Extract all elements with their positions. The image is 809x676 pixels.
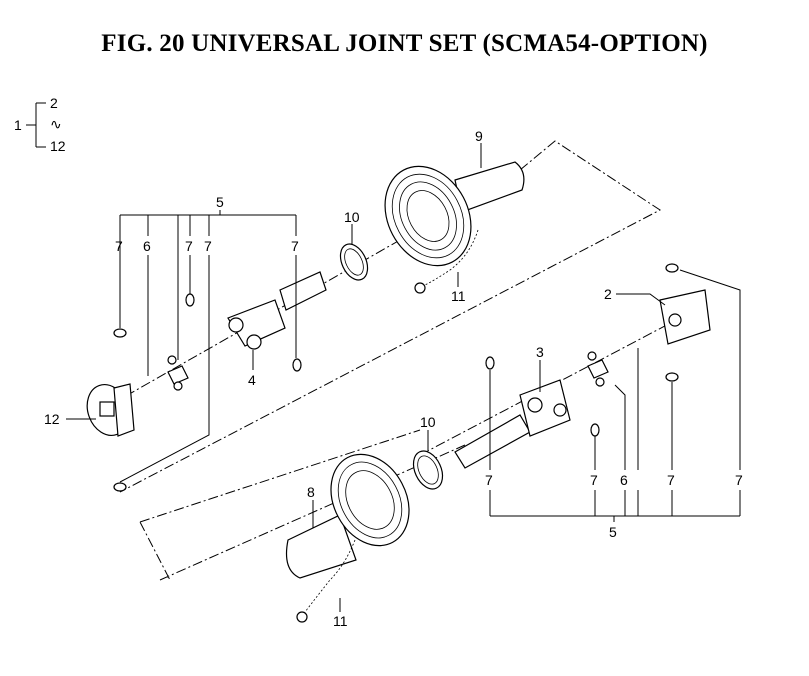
snap-ring-right-top <box>665 263 679 273</box>
chain-upper <box>424 229 479 286</box>
label-part-6-upper: 6 <box>143 238 151 254</box>
leader-lines <box>66 143 741 612</box>
yoke-right <box>659 289 711 345</box>
chain-lower <box>304 539 356 613</box>
label-part-7-h: 7 <box>735 472 743 488</box>
label-part-3: 3 <box>536 344 544 360</box>
cross-spider-upper <box>167 355 189 391</box>
legend-top-label: 2 <box>50 95 58 111</box>
label-part-5-lower: 5 <box>609 524 617 540</box>
label-part-7-a: 7 <box>115 238 123 254</box>
label-part-7-e: 7 <box>485 472 493 488</box>
chain-hook-lower <box>296 611 308 623</box>
label-part-7-g: 7 <box>667 472 675 488</box>
cross-spider-lower <box>587 351 609 387</box>
snap-ring-lower-a <box>485 356 495 370</box>
label-part-7-f: 7 <box>590 472 598 488</box>
ring-lower <box>412 450 444 490</box>
label-part-10-lower: 10 <box>420 414 436 430</box>
label-part-7-c: 7 <box>204 238 212 254</box>
legend-bracket: 1 2 ∿ 12 <box>14 95 66 154</box>
snap-ring-lower-b <box>590 423 600 437</box>
label-part-9: 9 <box>475 128 483 144</box>
label-part-10-upper: 10 <box>344 209 360 225</box>
ring-upper <box>339 243 369 281</box>
label-part-4: 4 <box>248 372 256 388</box>
label-part-7-b: 7 <box>185 238 193 254</box>
legend-parent-label: 1 <box>14 117 22 133</box>
label-part-11-lower: 11 <box>333 613 348 629</box>
legend-bottom-label: 12 <box>50 138 66 154</box>
legend-tilde: ∿ <box>50 116 62 132</box>
chain-hook-upper <box>414 282 426 294</box>
label-part-2: 2 <box>604 286 612 302</box>
yoke-tube-upper <box>227 271 327 350</box>
label-part-7-d: 7 <box>291 238 299 254</box>
guard-bellows-upper <box>384 161 525 267</box>
snap-ring-right-bottom <box>665 372 679 382</box>
label-part-11-upper: 11 <box>451 288 466 304</box>
guard-bellows-lower <box>285 453 410 579</box>
label-part-6-lower: 6 <box>620 472 628 488</box>
label-part-5-upper: 5 <box>216 194 224 210</box>
figure-title: FIG. 20 UNIVERSAL JOINT SET (SCMA54-OPTI… <box>101 30 708 57</box>
label-part-8: 8 <box>307 484 315 500</box>
splined-shaft-yoke <box>454 379 571 469</box>
end-yoke-left <box>86 383 135 437</box>
upper-assembly-outline <box>119 140 661 493</box>
label-part-12: 12 <box>44 411 60 427</box>
